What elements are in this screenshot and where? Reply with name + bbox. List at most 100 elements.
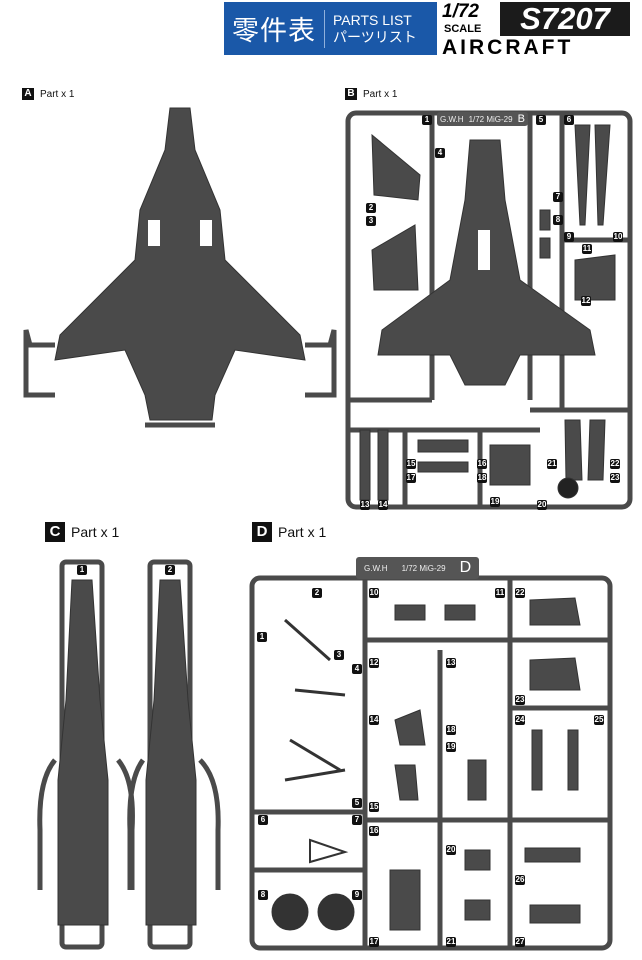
part-b13 xyxy=(359,429,371,501)
part-number-label: 1 xyxy=(257,632,267,642)
part-number-label: 17 xyxy=(406,473,416,483)
part-number-label: 16 xyxy=(477,459,487,469)
sprue-d-frame xyxy=(249,575,613,951)
title-jp: パーツリスト xyxy=(333,28,417,45)
part-d23 xyxy=(529,657,581,691)
model: 1/72 MiG-29 xyxy=(401,563,446,573)
brand: G.W.H xyxy=(364,563,388,573)
part-d13 xyxy=(394,709,426,746)
part-number-label: 24 xyxy=(515,715,525,725)
sprue-letter: B xyxy=(517,113,525,125)
part-number-label: 23 xyxy=(515,695,525,705)
part-number-label: 1 xyxy=(77,565,87,575)
part-number-label: 14 xyxy=(369,715,379,725)
panel-qty: Part x 1 xyxy=(278,524,327,540)
part-d7 xyxy=(309,838,349,864)
part-number-label: 10 xyxy=(613,232,623,242)
part-number-label: 20 xyxy=(446,845,456,855)
sprue-b-tab: G.W.H 1/72 MiG-29 B xyxy=(437,112,528,126)
part-number-label: 5 xyxy=(352,798,362,808)
part-d24 xyxy=(531,729,543,791)
part-number-label: 18 xyxy=(446,725,456,735)
part-number-label: 2 xyxy=(165,565,175,575)
part-b7 xyxy=(539,209,551,231)
part-b21 xyxy=(564,419,583,481)
part-number-label: 11 xyxy=(582,244,592,254)
part-number-label: 11 xyxy=(495,588,505,598)
part-b10-strake xyxy=(594,124,611,226)
part-d27 xyxy=(529,904,581,924)
part-number-label: 19 xyxy=(446,742,456,752)
part-d19 xyxy=(467,759,487,801)
part-number-label: 3 xyxy=(366,216,376,226)
part-d8-wheel xyxy=(271,893,309,931)
part-d25 xyxy=(567,729,579,791)
part-d-struts xyxy=(284,618,346,782)
panel-qty: Part x 1 xyxy=(40,88,75,100)
part-number-label: 22 xyxy=(515,588,525,598)
part-a-sprue xyxy=(23,329,337,428)
part-d21 xyxy=(464,899,491,921)
title-en: PARTS LIST xyxy=(333,11,412,28)
part-number-label: 2 xyxy=(312,588,322,598)
part-number-label: 21 xyxy=(547,459,557,469)
part-number-label: 23 xyxy=(610,473,620,483)
part-c1-fuselage xyxy=(57,579,109,926)
scale: 1/72 xyxy=(442,1,479,22)
panel-c-label: C Part x 1 xyxy=(45,522,119,542)
part-number-label: 4 xyxy=(435,148,445,158)
part-d11 xyxy=(444,604,476,621)
kit-code: S7207 xyxy=(500,2,630,36)
part-number-label: 14 xyxy=(378,500,388,510)
part-number-label: 10 xyxy=(369,588,379,598)
part-number-label: 19 xyxy=(490,497,500,507)
part-d20 xyxy=(464,849,491,871)
kit-category: AIRCRAFT xyxy=(442,36,574,59)
part-number-label: 1 xyxy=(422,115,432,125)
part-number-label: 21 xyxy=(446,937,456,947)
part-number-label: 18 xyxy=(477,473,487,483)
part-d22 xyxy=(529,597,581,626)
part-number-label: 25 xyxy=(594,715,604,725)
part-number-label: 8 xyxy=(553,215,563,225)
panel-qty: Part x 1 xyxy=(363,88,398,100)
part-d9-wheel xyxy=(317,893,355,931)
part-b19 xyxy=(489,444,531,486)
part-number-label: 16 xyxy=(369,826,379,836)
part-number-label: 26 xyxy=(515,875,525,885)
part-b24-wheel xyxy=(557,477,579,499)
panel-b-label: B Part x 1 xyxy=(345,88,397,100)
kit-logo: 1/72 SCALE S7207 AIRCRAFT xyxy=(440,2,640,58)
part-number-label: 7 xyxy=(553,192,563,202)
part-number-label: 13 xyxy=(446,658,456,668)
part-number-label: 20 xyxy=(537,500,547,510)
part-b3-fin xyxy=(371,224,419,291)
scale-word: SCALE xyxy=(444,23,482,35)
part-number-label: 13 xyxy=(360,500,370,510)
part-number-label: 9 xyxy=(352,890,362,900)
part-b15 xyxy=(417,439,469,453)
part-number-label: 6 xyxy=(564,115,574,125)
part-number-label: 12 xyxy=(369,658,379,668)
part-b12 xyxy=(574,254,616,301)
part-number-label: 2 xyxy=(366,203,376,213)
part-number-label: 4 xyxy=(352,664,362,674)
sprue-d-tab: G.W.H 1/72 MiG-29 D xyxy=(356,557,480,579)
part-number-label: 15 xyxy=(406,459,416,469)
part-number-label: 5 xyxy=(536,115,546,125)
part-d14 xyxy=(394,764,419,801)
part-c2-fuselage xyxy=(145,579,197,926)
part-number-label: 27 xyxy=(515,937,525,947)
panel-letter: D xyxy=(252,522,272,542)
brand: G.W.H xyxy=(440,114,464,124)
panel-letter: B xyxy=(345,88,357,100)
part-number-label: 22 xyxy=(610,459,620,469)
part-number-label: 17 xyxy=(369,937,379,947)
panel-letter: C xyxy=(45,522,65,542)
title-cn: 零件表 xyxy=(232,16,316,47)
part-b9-strake xyxy=(574,124,591,226)
panel-qty: Part x 1 xyxy=(71,524,120,540)
part-number-label: 6 xyxy=(258,815,268,825)
part-b17 xyxy=(417,461,469,473)
